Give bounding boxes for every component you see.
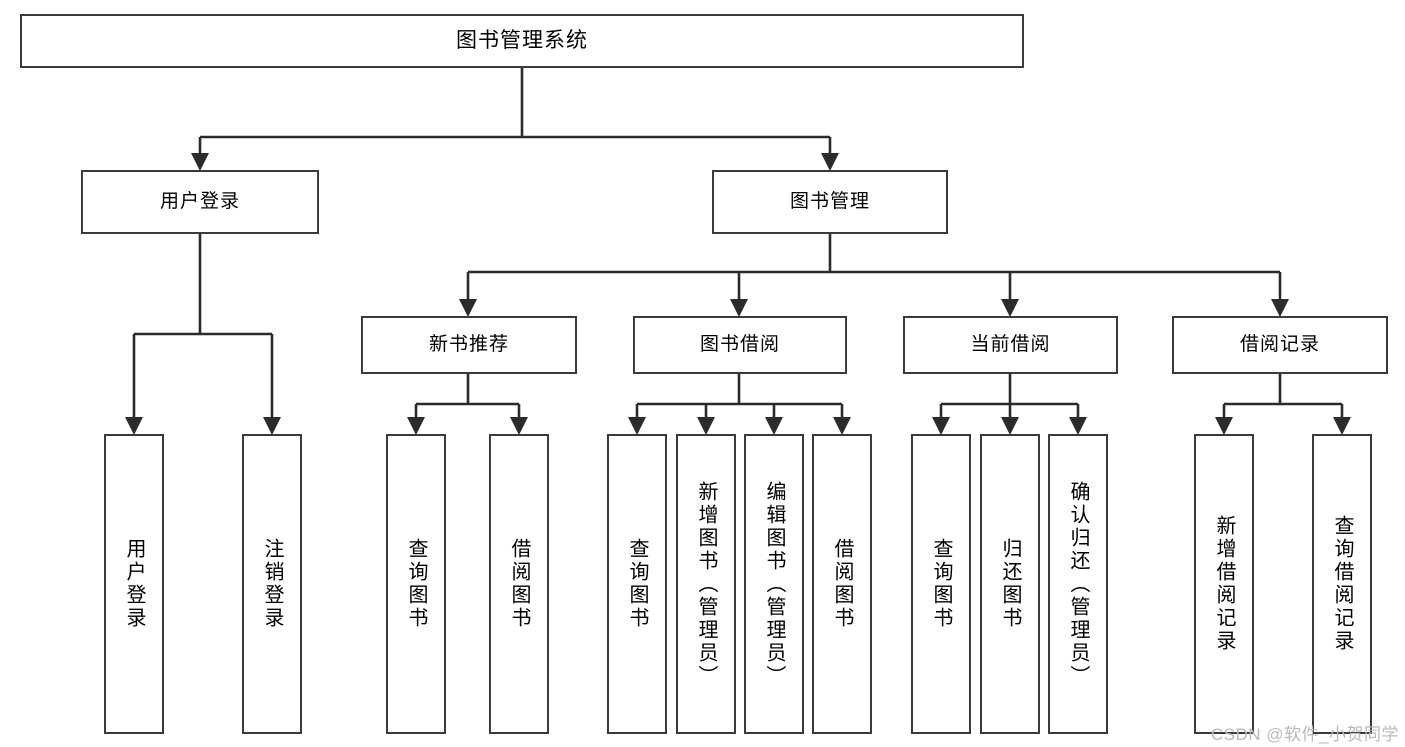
node-book-manage-label: 图书管理	[789, 190, 870, 212]
node-user-login-label: 用户登录	[159, 190, 240, 212]
node-leaf-return-book[interactable]: 归还图书	[980, 434, 1040, 734]
node-book-borrow-label: 图书借阅	[699, 333, 780, 355]
node-leaf-edit-book[interactable]: 编辑图书（管理员）	[744, 434, 804, 734]
node-root-label: 图书管理系统	[456, 28, 588, 52]
node-leaf-borrow-book-2-label: 借阅图书	[831, 538, 853, 630]
node-leaf-query-book-2[interactable]: 查询图书	[607, 434, 667, 734]
node-book-manage[interactable]: 图书管理	[712, 170, 948, 234]
node-borrow-record[interactable]: 借阅记录	[1172, 316, 1388, 374]
node-leaf-query-book-3[interactable]: 查询图书	[911, 434, 971, 734]
node-leaf-query-book-2-label: 查询图书	[626, 538, 648, 630]
node-leaf-return-book-label: 归还图书	[999, 538, 1021, 630]
node-new-book-recommend[interactable]: 新书推荐	[361, 316, 577, 374]
node-leaf-borrow-book-2[interactable]: 借阅图书	[812, 434, 872, 734]
node-leaf-query-record-label: 查询借阅记录	[1331, 515, 1353, 653]
node-leaf-user-login-label: 用户登录	[123, 538, 145, 630]
node-leaf-confirm-return[interactable]: 确认归还（管理员）	[1048, 434, 1108, 734]
node-leaf-query-book-1[interactable]: 查询图书	[386, 434, 446, 734]
node-leaf-add-book-label: 新增图书（管理员）	[695, 480, 717, 688]
node-leaf-borrow-book-1-label: 借阅图书	[508, 538, 530, 630]
node-borrow-record-label: 借阅记录	[1239, 333, 1320, 355]
node-current-borrow[interactable]: 当前借阅	[903, 316, 1118, 374]
node-book-borrow[interactable]: 图书借阅	[633, 316, 847, 374]
watermark-text: CSDN @软件_小贺同学	[1210, 725, 1399, 744]
node-leaf-edit-book-label: 编辑图书（管理员）	[763, 480, 785, 688]
node-leaf-add-record-label: 新增借阅记录	[1213, 515, 1235, 653]
node-leaf-add-book[interactable]: 新增图书（管理员）	[676, 434, 736, 734]
node-new-book-recommend-label: 新书推荐	[428, 333, 509, 355]
node-leaf-borrow-book-1[interactable]: 借阅图书	[489, 434, 549, 734]
node-leaf-user-logout-label: 注销登录	[261, 538, 283, 630]
node-current-borrow-label: 当前借阅	[970, 333, 1051, 355]
node-leaf-user-login[interactable]: 用户登录	[104, 434, 164, 734]
node-leaf-query-book-3-label: 查询图书	[930, 538, 952, 630]
node-leaf-add-record[interactable]: 新增借阅记录	[1194, 434, 1254, 734]
node-leaf-confirm-return-label: 确认归还（管理员）	[1067, 480, 1089, 688]
node-leaf-user-logout[interactable]: 注销登录	[242, 434, 302, 734]
node-leaf-query-record[interactable]: 查询借阅记录	[1312, 434, 1372, 734]
node-leaf-query-book-1-label: 查询图书	[405, 538, 427, 630]
node-root[interactable]: 图书管理系统	[20, 14, 1024, 68]
node-user-login[interactable]: 用户登录	[81, 170, 319, 234]
